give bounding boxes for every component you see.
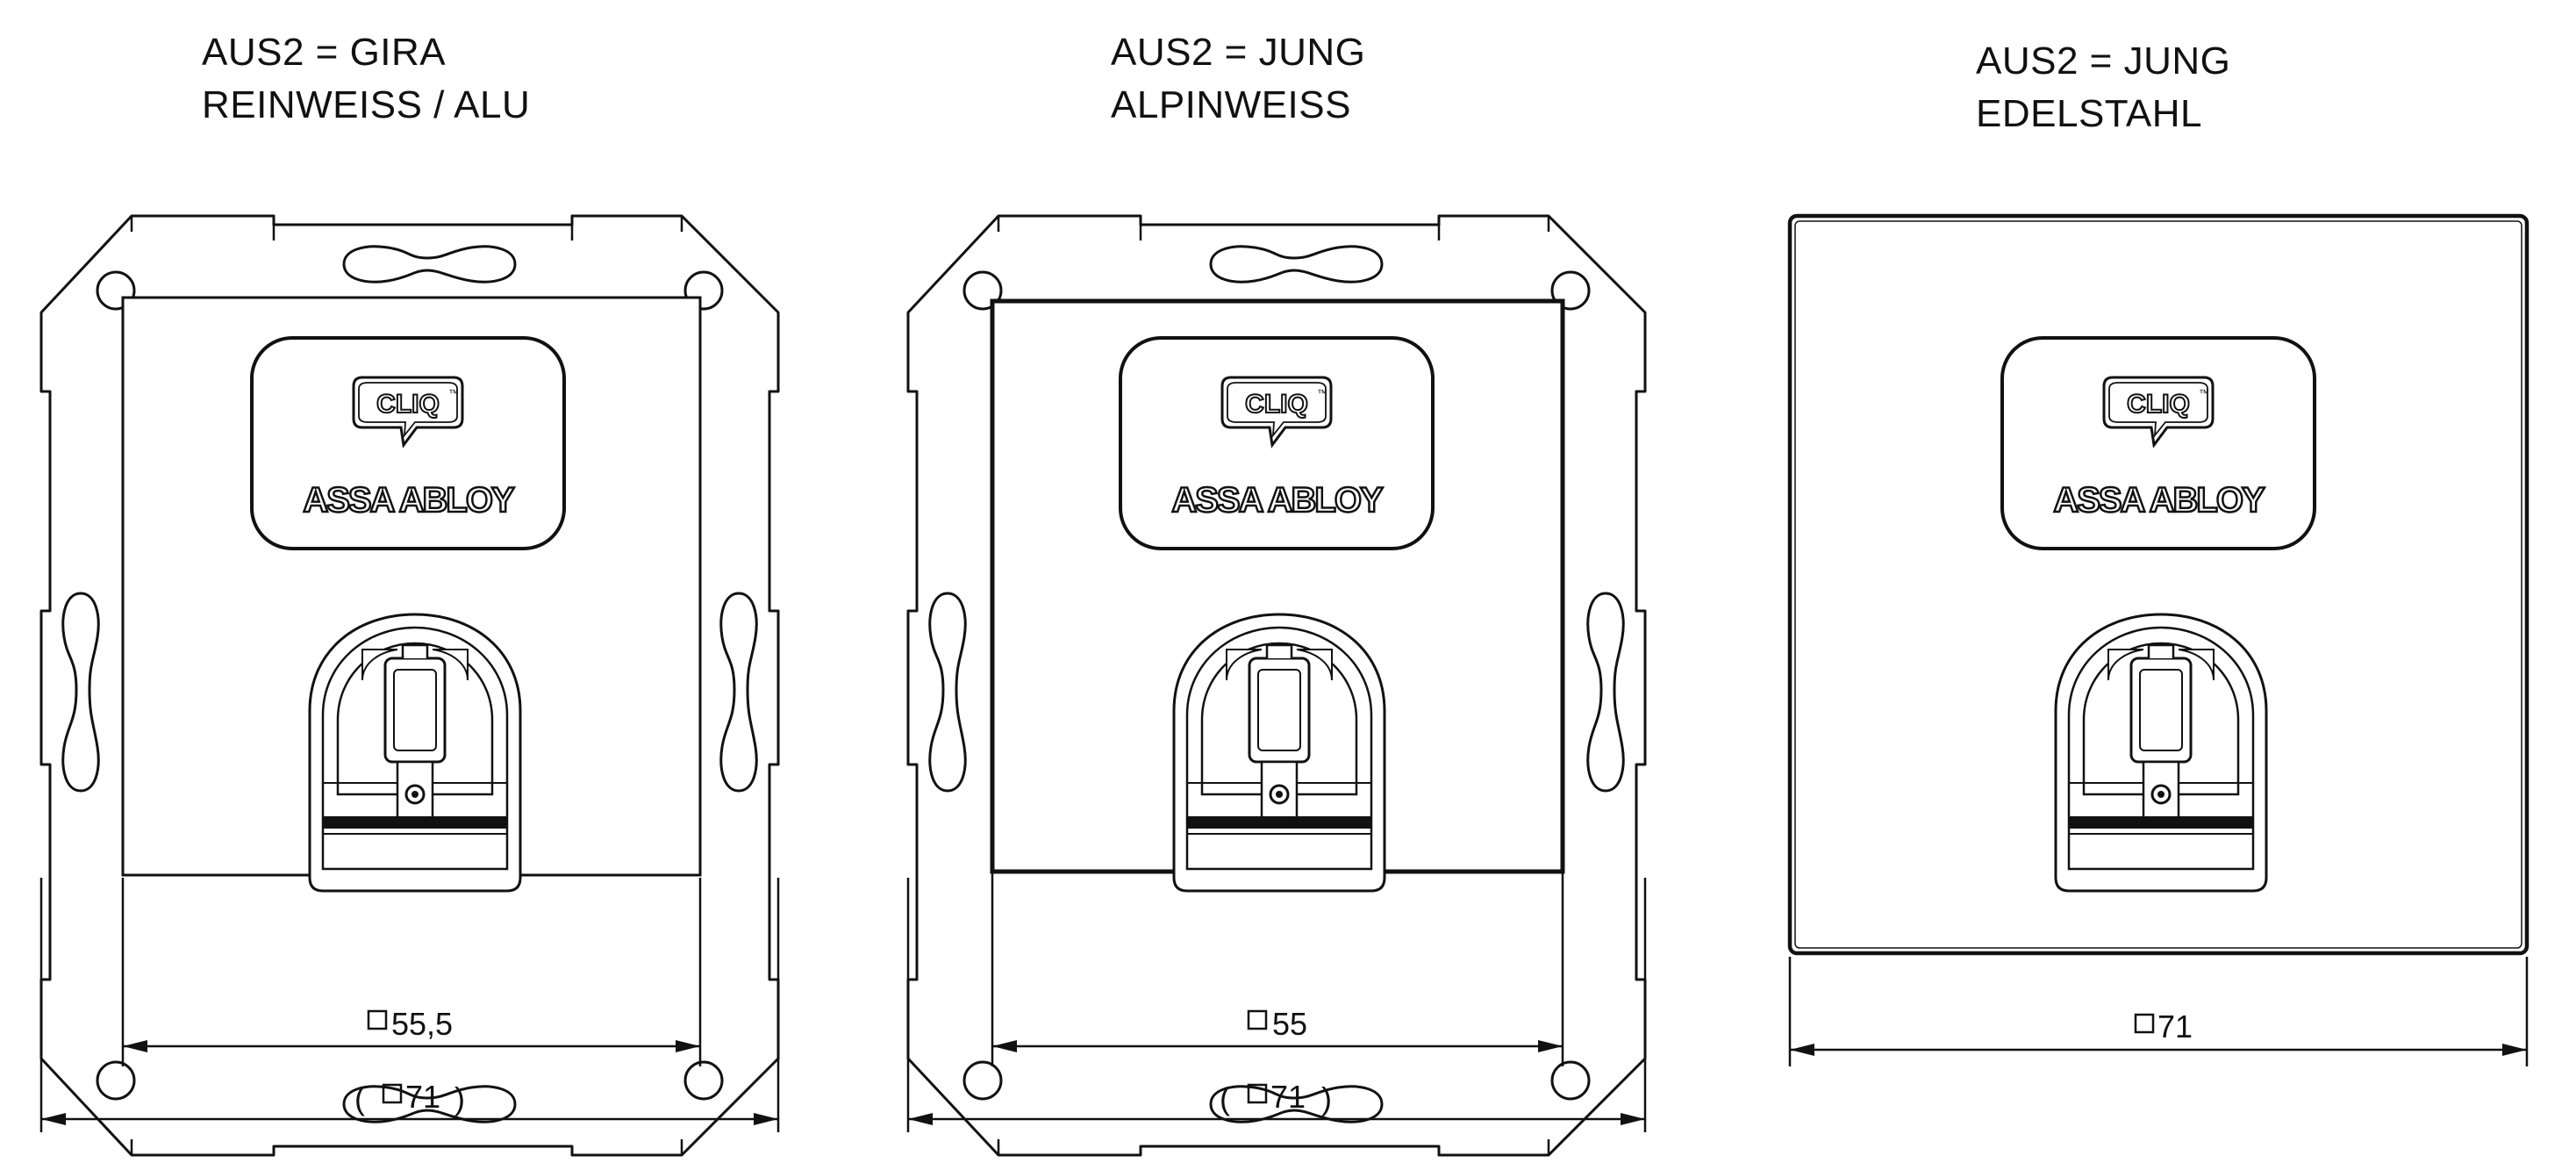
switch-drawing-gira: CLIQ ™ ASSA ABLOY 55,5 ( 71 )	[39, 214, 780, 1157]
cliq-trademark-2: ™	[1317, 387, 1327, 399]
key-cylinder-2	[1172, 613, 1386, 893]
paren-close: )	[454, 1080, 465, 1116]
dimension-outer-2: 71	[1270, 1079, 1306, 1115]
cliq-logo-1: CLIQ	[376, 390, 440, 419]
dimension-inner-3: 71	[2157, 1008, 2193, 1044]
dimension-inner-1: 55,5	[391, 1006, 453, 1042]
cliq-trademark-1: ™	[448, 387, 459, 399]
caption-line-1: AUS2 = JUNG	[1976, 39, 2231, 83]
key-cylinder-1	[308, 613, 522, 893]
paren-close: )	[1321, 1080, 1332, 1116]
cliq-logo-2: CLIQ	[1245, 390, 1308, 419]
square-symbol	[1247, 1083, 1268, 1104]
variant-caption-gira: AUS2 = GIRA REINWEISS / ALU	[202, 26, 530, 132]
variant-caption-jung-alpinweiss: AUS2 = JUNG ALPINWEISS	[1111, 26, 1365, 132]
variant-caption-jung-edelstahl: AUS2 = JUNG EDELSTAHL	[1976, 35, 2230, 140]
square-symbol	[2134, 1013, 2155, 1034]
square-symbol	[1247, 1009, 1268, 1030]
dimension-outer-1: 71	[405, 1079, 440, 1115]
dimension-lines-1	[39, 878, 780, 1132]
assa-abloy-logo-2: ASSA ABLOY	[1171, 481, 1384, 520]
square-symbol	[382, 1083, 403, 1104]
dimension-lines-2	[906, 873, 1647, 1132]
switch-drawing-jung-edelstahl: CLIQ ™ ASSA ABLOY 71	[1787, 213, 2529, 1066]
paren-open: (	[354, 1080, 365, 1116]
caption-line-2: EDELSTAHL	[1976, 92, 2202, 135]
caption-line-2: ALPINWEISS	[1111, 83, 1351, 126]
paren-open: (	[1220, 1080, 1230, 1116]
assa-abloy-logo-1: ASSA ABLOY	[303, 481, 515, 520]
caption-line-2: REINWEISS / ALU	[202, 83, 531, 126]
dimension-lines-3	[1788, 957, 2529, 1066]
dimension-inner-2: 55	[1272, 1006, 1307, 1042]
caption-line-1: AUS2 = GIRA	[202, 31, 447, 74]
key-cylinder-3	[2054, 613, 2268, 893]
switch-drawing-jung-alpinweiss: CLIQ ™ ASSA ABLOY 55 ( 71 )	[906, 214, 1647, 1157]
cliq-trademark-3: ™	[2199, 387, 2209, 399]
square-symbol	[367, 1009, 388, 1030]
cliq-logo-3: CLIQ	[2127, 390, 2190, 419]
assa-abloy-logo-3: ASSA ABLOY	[2053, 481, 2265, 520]
caption-line-1: AUS2 = JUNG	[1111, 31, 1366, 74]
cover-plate-3	[1787, 213, 2529, 956]
